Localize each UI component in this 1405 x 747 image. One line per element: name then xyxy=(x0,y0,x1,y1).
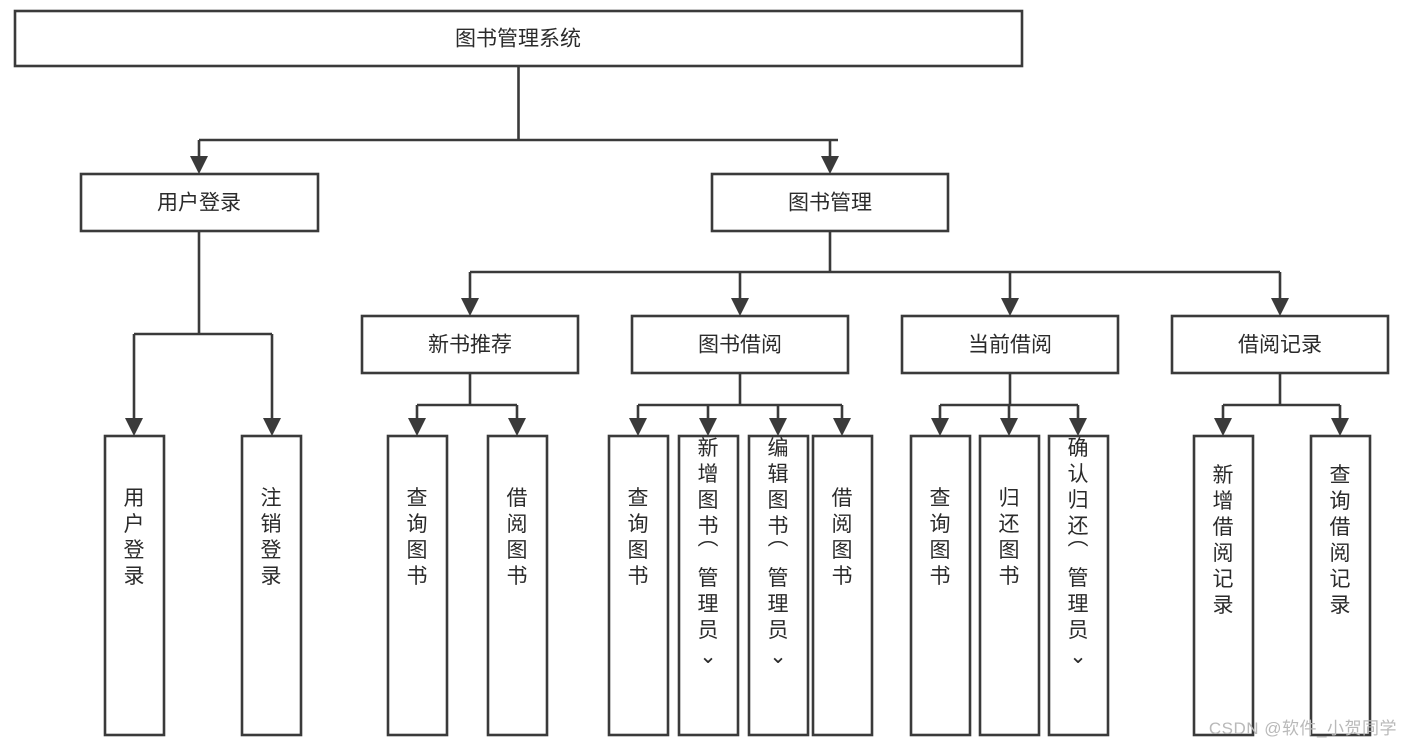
arrow-bookborrow-leaf4-icon xyxy=(833,418,851,436)
connector-group-root xyxy=(190,66,839,174)
arrow-userlogin-leaf1-icon xyxy=(125,418,143,436)
node-leaf-query-book-2-label: 查询图书 xyxy=(628,487,649,588)
arrow-root-to-userlogin-icon xyxy=(190,156,208,174)
node-leaf-query-book-2-box[interactable] xyxy=(607,434,670,737)
node-leaf-add-record-label: 新增借阅记录 xyxy=(1213,464,1234,617)
node-leaf-query-book-3-label: 查询图书 xyxy=(930,487,951,588)
node-user-login[interactable]: 用户登录 xyxy=(79,172,320,233)
node-borrow-record-label: 借阅记录 xyxy=(1238,334,1322,357)
arrow-bm-currentborrow-icon xyxy=(1001,298,1019,316)
node-root[interactable]: 图书管理系统 xyxy=(13,9,1024,68)
node-leaf-query-book-1-label: 查询图书 xyxy=(407,487,428,588)
node-book-manage-label: 图书管理 xyxy=(788,192,872,215)
arrow-newbook-leaf1-icon xyxy=(408,418,426,436)
node-new-book-rec[interactable]: 新书推荐 xyxy=(360,314,580,375)
node-current-borrow[interactable]: 当前借阅 xyxy=(900,314,1120,375)
arrow-newbook-leaf2-icon xyxy=(508,418,526,436)
node-leaf-borrow-book-2[interactable]: 借阅图书 xyxy=(811,434,874,737)
arrow-bm-newbook-icon xyxy=(461,298,479,316)
node-leaf-edit-book[interactable]: 编辑图书⌒管理员⌄ xyxy=(747,434,810,737)
node-leaf-confirm-return-box[interactable] xyxy=(1047,434,1110,737)
node-current-borrow-box[interactable] xyxy=(900,314,1120,375)
node-user-login-label: 用户登录 xyxy=(157,192,241,215)
node-leaf-borrow-book-1[interactable]: 借阅图书 xyxy=(486,434,549,737)
node-leaf-user-logout-label: 注销登录 xyxy=(261,487,282,588)
node-leaf-borrow-book-2-label: 借阅图书 xyxy=(832,487,853,588)
node-leaf-confirm-return[interactable]: 确认归还⌒管理员⌄ xyxy=(1047,434,1110,737)
connector-group-currentborrow xyxy=(931,373,1087,436)
arrow-borrowrecord-leaf1-icon xyxy=(1214,418,1232,436)
arrow-bookborrow-leaf2-icon xyxy=(699,418,717,436)
node-current-borrow-label: 当前借阅 xyxy=(968,334,1052,357)
node-leaf-borrow-book-1-box[interactable] xyxy=(486,434,549,737)
node-leaf-edit-book-label: 编辑图书⌒管理员⌄ xyxy=(768,437,789,668)
node-leaf-query-book-2[interactable]: 查询图书 xyxy=(607,434,670,737)
node-root-label: 图书管理系统 xyxy=(455,28,581,51)
node-leaf-user-logout-box[interactable] xyxy=(240,434,303,737)
node-borrow-record-box[interactable] xyxy=(1170,314,1390,375)
node-leaf-add-record[interactable]: 新增借阅记录 xyxy=(1192,434,1255,737)
node-leaf-query-record-label: 查询借阅记录 xyxy=(1330,464,1351,617)
node-root-box[interactable] xyxy=(13,9,1024,68)
node-user-login-box[interactable] xyxy=(79,172,320,233)
node-borrow-record[interactable]: 借阅记录 xyxy=(1170,314,1390,375)
node-leaf-query-book-1-box[interactable] xyxy=(386,434,449,737)
arrow-bookborrow-leaf1-icon xyxy=(629,418,647,436)
node-leaf-user-login-box[interactable] xyxy=(103,434,166,737)
connector-group-userlogin xyxy=(125,231,281,436)
connector-group-newbookrec xyxy=(408,373,526,436)
node-leaf-borrow-book-1-label: 借阅图书 xyxy=(507,487,528,588)
arrow-borrowrecord-leaf2-icon xyxy=(1331,418,1349,436)
arrow-bm-borrowrecord-icon xyxy=(1271,298,1289,316)
node-leaf-query-book-1[interactable]: 查询图书 xyxy=(386,434,449,737)
node-leaf-edit-book-box[interactable] xyxy=(747,434,810,737)
node-leaf-query-record[interactable]: 查询借阅记录 xyxy=(1309,434,1372,737)
arrow-bookborrow-leaf3-icon xyxy=(769,418,787,436)
node-leaf-user-login[interactable]: 用户登录 xyxy=(103,434,166,737)
node-leaf-confirm-return-label: 确认归还⌒管理员⌄ xyxy=(1068,437,1089,668)
node-leaf-query-record-box[interactable] xyxy=(1309,434,1372,737)
node-leaf-add-book-label: 新增图书⌒管理员⌄ xyxy=(698,437,719,668)
node-book-borrow[interactable]: 图书借阅 xyxy=(630,314,850,375)
node-leaf-borrow-book-2-box[interactable] xyxy=(811,434,874,737)
node-leaf-query-book-3[interactable]: 查询图书 xyxy=(909,434,972,737)
node-leaf-query-book-3-box[interactable] xyxy=(909,434,972,737)
node-book-manage-box[interactable] xyxy=(710,172,950,233)
node-new-book-rec-box[interactable] xyxy=(360,314,580,375)
arrow-currentborrow-leaf1-icon xyxy=(931,418,949,436)
node-leaf-user-login-label: 用户登录 xyxy=(124,487,145,588)
arrow-currentborrow-leaf2-icon xyxy=(1000,418,1018,436)
node-book-borrow-label: 图书借阅 xyxy=(698,334,782,357)
node-book-borrow-box[interactable] xyxy=(630,314,850,375)
arrow-userlogin-leaf2-icon xyxy=(263,418,281,436)
connector-group-bookmanage xyxy=(461,231,1289,316)
node-leaf-add-book-box[interactable] xyxy=(677,434,740,737)
node-book-manage[interactable]: 图书管理 xyxy=(710,172,950,233)
connector-group-borrowrecord xyxy=(1214,373,1349,436)
node-new-book-rec-label: 新书推荐 xyxy=(428,334,512,357)
node-leaf-return-book-box[interactable] xyxy=(978,434,1041,737)
node-leaf-add-record-box[interactable] xyxy=(1192,434,1255,737)
node-leaf-user-logout[interactable]: 注销登录 xyxy=(240,434,303,737)
arrow-currentborrow-leaf3-icon xyxy=(1069,418,1087,436)
node-leaf-return-book-label: 归还图书 xyxy=(999,487,1020,588)
node-leaf-add-book[interactable]: 新增图书⌒管理员⌄ xyxy=(677,434,740,737)
connector-group-bookborrow xyxy=(629,373,851,436)
node-leaf-return-book[interactable]: 归还图书 xyxy=(978,434,1041,737)
arrow-bm-bookborrow-icon xyxy=(731,298,749,316)
arrow-root-to-bookmanage-icon xyxy=(821,156,839,174)
